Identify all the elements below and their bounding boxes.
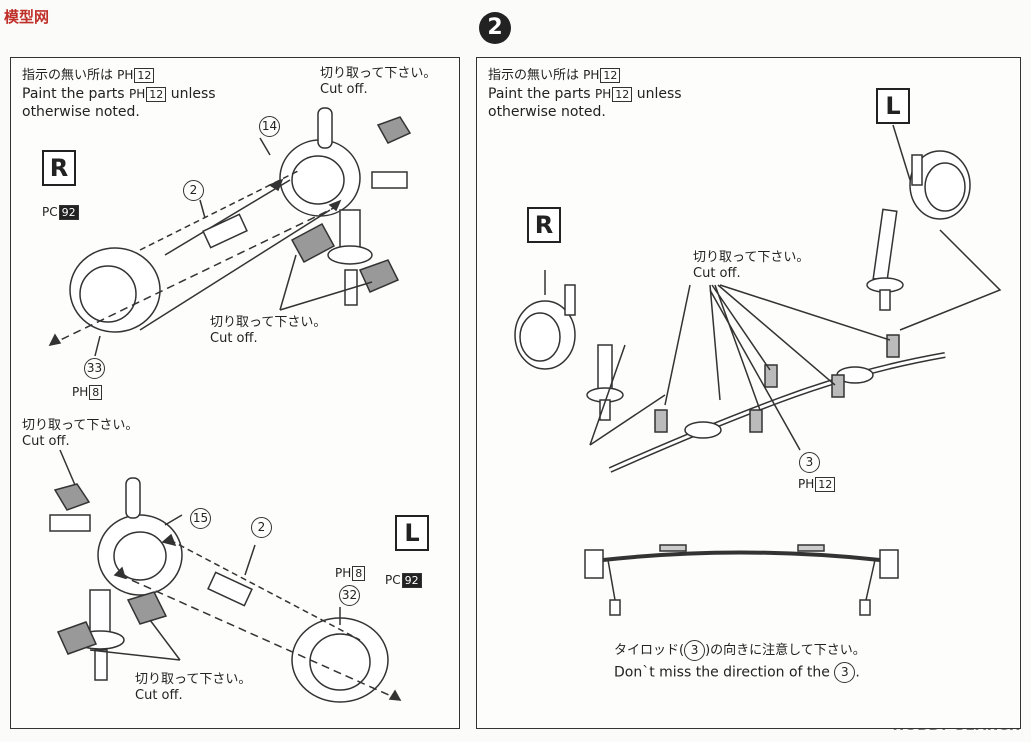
paint-code-box: 12 xyxy=(146,87,167,102)
part-number-text: 3 xyxy=(841,665,849,679)
step-number-badge: 2 xyxy=(479,12,511,44)
part-number-text: 2 xyxy=(189,183,198,197)
cut-off-jp: 切り取って下さい。 xyxy=(320,66,437,81)
cut-off-en: Cut off. xyxy=(135,688,183,703)
cut-off-en: Cut off. xyxy=(22,434,70,449)
right-note-en-line2: otherwise noted. xyxy=(488,103,606,122)
paint-prefix: PH xyxy=(128,87,146,101)
r-letter: R xyxy=(49,154,69,182)
cut-off-jp: 切り取って下さい。 xyxy=(135,672,252,687)
l-side-label: L xyxy=(395,515,429,551)
cut-off-en: Cut off. xyxy=(210,331,258,346)
cut-off-label-2: 切り取って下さい。 Cut off. xyxy=(210,315,326,347)
l-upright-assembly-bottom xyxy=(49,449,402,703)
l-side-label-right: L xyxy=(876,88,910,124)
paint-prefix: PH xyxy=(117,68,134,82)
part-number-2-bottom: 2 xyxy=(251,517,272,538)
paint-prefix: PC xyxy=(385,573,401,587)
cut-off-jp: 切り取って下さい。 xyxy=(693,250,810,265)
part-number-text: 33 xyxy=(86,361,103,375)
paint-code-box: 12 xyxy=(600,68,621,83)
watermark-text: 模型网 xyxy=(4,8,50,26)
cut-off-label-3: 切り取って下さい。 Cut off. xyxy=(22,418,138,450)
cut-off-en: Cut off. xyxy=(693,266,741,281)
left-note-en-text: Paint the parts xyxy=(22,86,125,102)
r-upright-assembly-top xyxy=(48,107,412,357)
watermark-logo: 模型网 xyxy=(4,6,49,27)
cut-off-label-4: 切り取って下さい。 Cut off. xyxy=(135,672,251,704)
right-note-en-otherwise: otherwise noted. xyxy=(488,104,606,120)
r-side-label-right: R xyxy=(527,207,561,243)
paint-code-box: 8 xyxy=(352,566,366,581)
left-note-en-line2: otherwise noted. xyxy=(22,103,140,122)
part-number-32: 32 xyxy=(339,585,360,606)
left-note-en-unless: unless xyxy=(170,86,216,102)
cut-off-en: Cut off. xyxy=(320,82,368,97)
part-number-3: 3 xyxy=(799,452,820,473)
l-letter: L xyxy=(885,92,901,120)
paint-prefix: PH xyxy=(594,87,612,101)
tie-rod-caption-en: Don`t miss the direction of the 3. xyxy=(614,662,860,683)
tie-rod-assembly xyxy=(514,124,1002,616)
right-note-en-text: Paint the parts xyxy=(488,86,591,102)
paint-code-box: 92 xyxy=(401,573,422,588)
paint-code-box: 12 xyxy=(815,477,836,492)
paint-prefix: PC xyxy=(42,205,58,219)
r-side-label: R xyxy=(42,150,76,186)
caption-jp-part-a: タイロッド( xyxy=(614,643,685,658)
step-number: 2 xyxy=(487,15,503,40)
paint-code-box: 92 xyxy=(58,205,79,220)
part-number-33: 33 xyxy=(84,358,105,379)
paint-code-box: 12 xyxy=(134,68,155,83)
caption-jp-part-b: )の向きに注意して下さい。 xyxy=(705,643,866,658)
cut-off-label-right: 切り取って下さい。 Cut off. xyxy=(693,250,809,282)
part-number-2-top: 2 xyxy=(183,180,204,201)
paint-prefix: PH xyxy=(583,68,600,82)
paint-code-box: 12 xyxy=(612,87,633,102)
l-letter: L xyxy=(404,519,420,547)
right-note-jp-text: 指示の無い所は xyxy=(488,68,580,83)
part-number-text: 2 xyxy=(257,520,266,534)
caption-en-text: Don`t miss the direction of the xyxy=(614,664,830,681)
paint-prefix: PH xyxy=(798,477,815,491)
part-number-text: 32 xyxy=(341,588,358,602)
left-instruction-panel xyxy=(10,57,460,729)
part-number-text: 3 xyxy=(690,643,699,657)
caption-part-number-3: 3 xyxy=(684,640,706,661)
cut-off-jp: 切り取って下さい。 xyxy=(22,418,139,433)
tie-rod-caption-jp: タイロッド( 3 )の向きに注意して下さい。 xyxy=(614,640,866,661)
caption-en-period: . xyxy=(855,664,860,681)
part-number-text: 14 xyxy=(261,119,278,133)
part-number-text: 15 xyxy=(192,511,209,525)
cut-off-jp: 切り取って下さい。 xyxy=(210,315,327,330)
paint-prefix: PH xyxy=(72,385,89,399)
cut-off-label-1: 切り取って下さい。 Cut off. xyxy=(320,66,436,98)
part-number-15: 15 xyxy=(190,508,211,529)
right-note-en-unless: unless xyxy=(636,86,682,102)
left-note-jp-text: 指示の無い所は xyxy=(22,68,114,83)
caption-en-part-number-3: 3 xyxy=(834,662,856,683)
paint-code-box: 8 xyxy=(89,385,103,400)
tie-rod-direction-diagram xyxy=(584,544,899,616)
part-number-text: 3 xyxy=(805,455,814,469)
paint-prefix: PH xyxy=(335,566,352,580)
left-note-en-otherwise: otherwise noted. xyxy=(22,104,140,120)
part-number-14: 14 xyxy=(259,116,280,137)
r-letter: R xyxy=(534,211,554,239)
